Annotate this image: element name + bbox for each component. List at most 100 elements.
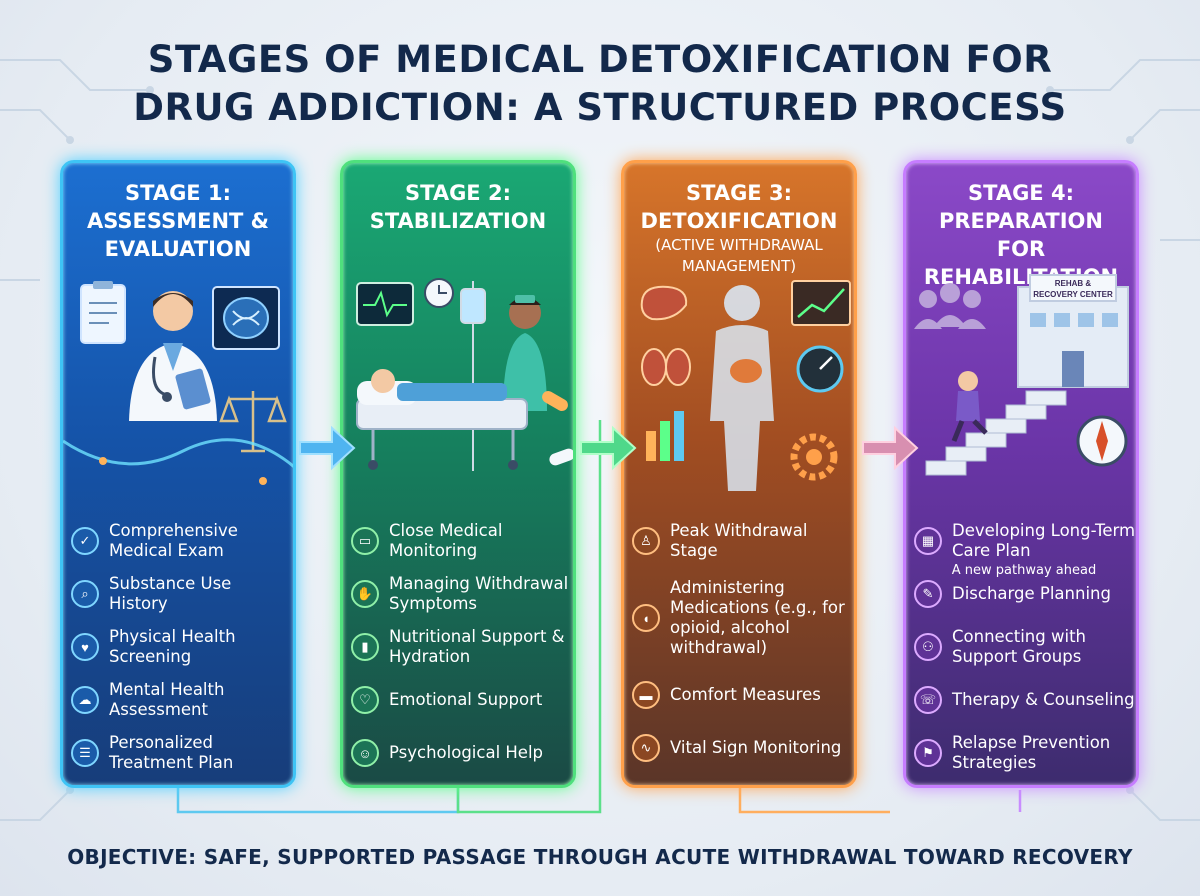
scales-of-justice-icon — [219, 391, 287, 453]
pulse-icon: ∿ — [632, 734, 660, 762]
stage-2-card: STAGE 2: STABILIZATION — [340, 160, 576, 788]
trend-chart-icon — [791, 280, 851, 326]
stairs-icon — [925, 390, 1067, 476]
item-label: Personalized Treatment Plan — [109, 733, 234, 772]
arrow-right-icon — [299, 425, 356, 471]
stage-2-illustration — [356, 278, 573, 471]
stage-1-number: STAGE 1: — [125, 181, 231, 205]
item-label: Therapy & Counseling — [952, 690, 1135, 709]
document-search-icon: ⌕ — [71, 580, 99, 608]
item-label: Psychological Help — [389, 743, 544, 762]
stage-4-illustration: REHAB & RECOVERY CENTER — [914, 274, 1129, 476]
item-label: Close Medical Monitoring — [389, 521, 503, 560]
stage-3-number: STAGE 3: — [686, 181, 792, 205]
treatment-plan-icon: ☰ — [71, 739, 99, 767]
list-item: ✓ Comprehensive Medical Exam — [71, 515, 293, 567]
item-label: Discharge Planning — [952, 584, 1111, 603]
support-group-icon — [914, 283, 986, 329]
stage-4-title-line1: PREPARATION FOR — [939, 209, 1103, 261]
list-item: ⚑ Relapse Prevention Strategies — [914, 727, 1136, 779]
gear-icon — [790, 433, 838, 481]
stage-4-card: STAGE 4: PREPARATION FOR REHABILITATION … — [903, 160, 1139, 788]
item-label: Vital Sign Monitoring — [670, 738, 842, 757]
stage-4-items: ▦ Developing Long-Term Care Plan ✎ Disch… — [914, 515, 1136, 780]
monitor-icon: ▭ — [351, 527, 379, 555]
hospital-bed-icon — [356, 369, 528, 470]
stage-2-heading: STAGE 2: STABILIZATION — [343, 179, 573, 235]
stage-1-heading: STAGE 1: ASSESSMENT & EVALUATION — [63, 179, 293, 263]
calendar-icon: ▦ — [914, 527, 942, 555]
title-line-2: DRUG ADDICTION: A STRUCTURED PROCESS — [133, 86, 1067, 129]
list-item: ☺ Psychological Help — [351, 727, 573, 779]
checklist-icon: ✎ — [914, 580, 942, 608]
heart-monitor-icon — [356, 282, 414, 326]
bottle-icon: ▮ — [351, 633, 379, 661]
stage-2-title: STABILIZATION — [369, 209, 547, 233]
iv-drip-icon — [460, 281, 486, 471]
pill-icons — [542, 391, 573, 466]
brain-scan-icon — [212, 286, 280, 350]
stage-2-number: STAGE 2: — [405, 181, 511, 205]
stage-1-items: ✓ Comprehensive Medical Exam ⌕ Substance… — [71, 515, 293, 780]
rehab-building-icon: REHAB & RECOVERY CENTER — [1017, 274, 1129, 388]
head-icon: ☺ — [351, 739, 379, 767]
heart-icon: ♡ — [351, 686, 379, 714]
liver-icon — [640, 285, 688, 321]
list-item: ▭ Close Medical Monitoring — [351, 515, 573, 567]
arrow-right-icon — [580, 425, 637, 471]
stage-3-illustration — [640, 280, 851, 491]
stage-3-subtitle: (ACTIVE WITHDRAWAL MANAGEMENT) — [655, 236, 823, 275]
list-item: ♥ Physical Health Screening — [71, 621, 293, 673]
building-sign-2: RECOVERY CENTER — [1033, 290, 1113, 299]
item-label: Physical Health Screening — [109, 627, 236, 666]
stage-3-heading: STAGE 3: DETOXIFICATION (ACTIVE WITHDRAW… — [624, 179, 854, 277]
bed-icon: ▬ — [632, 681, 660, 709]
item-label: Connecting with Support Groups — [952, 627, 1086, 666]
list-item: ☰ Personalized Treatment Plan — [71, 727, 293, 779]
stage-1-title-line2: EVALUATION — [104, 237, 252, 261]
person-icon: ♙ — [632, 527, 660, 555]
list-item: ♙ Peak Withdrawal Stage — [632, 515, 854, 567]
list-item: ▮ Nutritional Support & Hydration — [351, 621, 573, 673]
list-item: ☁ Mental Health Assessment — [71, 674, 293, 726]
clipboard-icon — [80, 281, 126, 344]
clock-icon — [424, 278, 454, 308]
item-label: Peak Withdrawal Stage — [670, 521, 808, 560]
building-sign: REHAB & — [1055, 279, 1092, 288]
nurse-figure — [503, 295, 547, 411]
page-title: STAGES OF MEDICAL DETOXIFICATION FOR DRU… — [0, 36, 1200, 132]
doctor-figure — [129, 291, 217, 421]
group-icon: ⚇ — [914, 633, 942, 661]
hand-care-icon: ✋ — [351, 580, 379, 608]
stage-1-card: STAGE 1: ASSESSMENT & EVALUATION — [60, 160, 296, 788]
list-item: ✎ Discharge Planning — [914, 568, 1136, 620]
stage-3-items: ♙ Peak Withdrawal Stage ◖ Administering … — [632, 515, 854, 775]
item-label: Comfort Measures — [670, 685, 821, 704]
item-label: Mental Health Assessment — [109, 680, 225, 719]
climbing-person-icon — [951, 371, 988, 442]
item-label: Comprehensive Medical Exam — [109, 521, 238, 560]
item-label: Managing Withdrawal Symptoms — [389, 574, 569, 613]
item-label: Nutritional Support & Hydration — [389, 627, 565, 666]
item-label: Substance Use History — [109, 574, 232, 613]
bar-chart-icon — [646, 411, 684, 461]
heartbeat-icon: ♥ — [71, 633, 99, 661]
stage-4-number: STAGE 4: — [968, 181, 1074, 205]
stage-1-illustration — [63, 281, 293, 485]
counseling-icon: ☏ — [914, 686, 942, 714]
list-item: ☏ Therapy & Counseling — [914, 674, 1136, 726]
item-label: Emotional Support — [389, 690, 543, 709]
stage-4-tagline: A new pathway ahead — [951, 563, 1097, 578]
stage-1-title-line1: ASSESSMENT & — [87, 209, 269, 233]
item-label: Administering Medications (e.g., for opi… — [670, 578, 845, 657]
compass-icon — [1076, 415, 1128, 467]
arrow-right-icon — [862, 425, 919, 471]
list-item: ▦ Developing Long-Term Care Plan — [914, 515, 1136, 567]
list-item: ⌕ Substance Use History — [71, 568, 293, 620]
stage-3-title: DETOXIFICATION — [640, 209, 838, 233]
objective-banner: OBJECTIVE: SAFE, SUPPORTED PASSAGE THROU… — [67, 845, 1133, 869]
list-item: ♡ Emotional Support — [351, 674, 573, 726]
gauge-icon — [796, 345, 844, 393]
list-item: ⚇ Connecting with Support Groups — [914, 621, 1136, 673]
flag-icon: ⚑ — [914, 739, 942, 767]
